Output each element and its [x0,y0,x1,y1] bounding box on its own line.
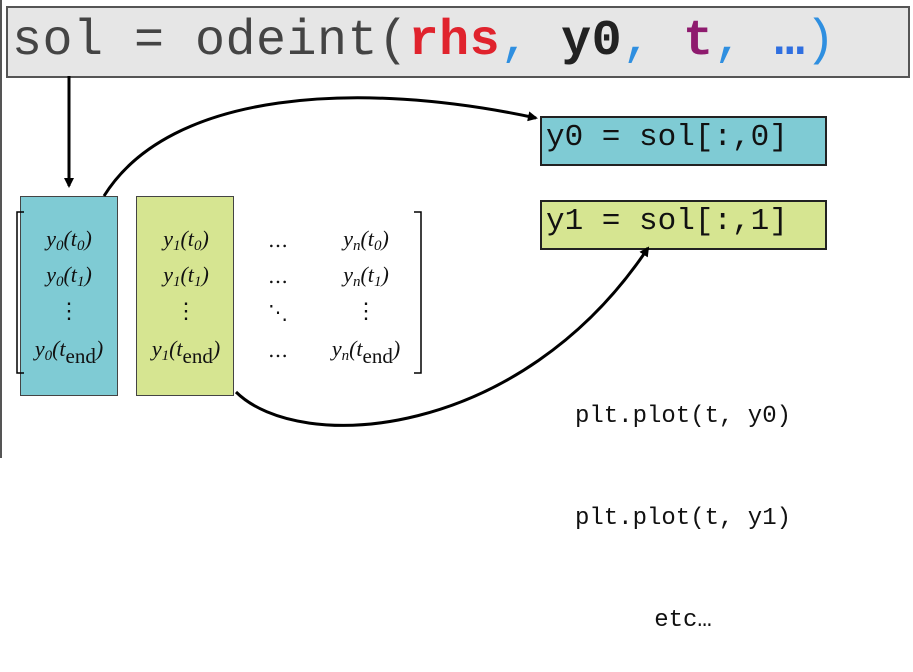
slide-frame [0,0,2,458]
y1-assign-box: y1 = sol[:,1] [540,200,827,250]
matrix-vdots: ⋮ [58,298,80,323]
matrix-column-y0 [20,196,118,396]
plot-line-1: plt.plot(t, y0) [574,403,792,430]
matrix-left-bracket [16,211,24,374]
matrix-entry: yn(tend) [331,336,401,368]
matrix-ellipsis: … [268,338,288,362]
matrix-right-bracket [414,211,422,374]
matrix-vdots: ⋮ [355,298,377,323]
code-arg-y0: y0 [561,13,623,70]
y1-assign-text: y1 = sol[:,1] [546,204,788,239]
code-sep-2: , [622,13,684,70]
matrix-entry: y0(t1) [46,262,92,290]
code-sep-3: , [713,13,775,70]
matrix-entry: y0(t0) [46,226,92,254]
matrix-ellipsis: ⋱ [268,300,288,324]
matrix-entry: y1(tend) [151,336,221,368]
matrix-entry: yn(t1) [343,262,389,290]
matrix-vdots: ⋮ [175,298,197,323]
arc-arrow-to-y1 [234,246,650,427]
code-prefix: sol = odeint( [12,13,409,70]
code-suffix: ) [805,13,836,70]
odeint-call-code: sol = odeint(rhs, y0, t, …) [6,6,910,78]
code-arg-t: t [683,13,714,70]
matrix-ellipsis: … [268,264,288,288]
matrix-ellipsis: … [268,228,288,252]
plot-line-2: plt.plot(t, y1) [574,505,792,532]
matrix-entry: y1(t0) [163,226,209,254]
matrix-entry: y0(tend) [34,336,104,368]
matrix-entry: y1(t1) [163,262,209,290]
y0-assign-box: y0 = sol[:,0] [540,116,827,166]
code-sep-1: , [500,13,562,70]
matrix-column-y1 [136,196,234,396]
matrix-entry: yn(t0) [343,226,389,254]
arc-arrow-to-y0 [102,96,538,197]
code-arg-rhs: rhs [408,13,501,70]
code-arg-ellipsis: … [774,13,806,70]
arrows-layer [16,76,650,427]
y0-assign-text: y0 = sol[:,0] [546,120,788,155]
plot-line-3: etc… [654,607,712,634]
